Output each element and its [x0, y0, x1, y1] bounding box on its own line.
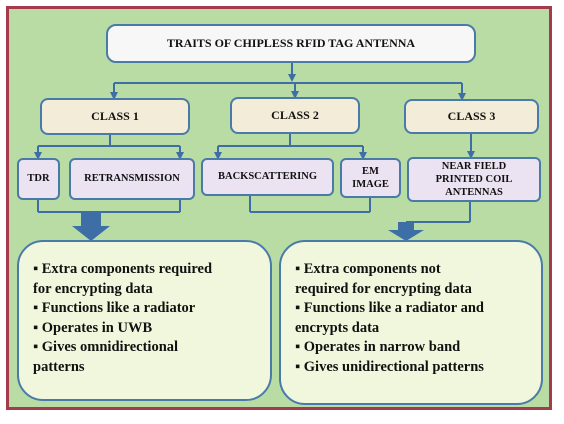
near-field-line-3: ANTENNAS: [445, 187, 503, 199]
left-panel-line: ▪ Functions like a radiator: [33, 300, 196, 316]
backscattering-box: BACKSCATTERING: [201, 158, 334, 196]
right-block-arrow-icon: [388, 222, 424, 241]
near-field-line-1: NEAR FIELD: [441, 160, 507, 172]
em-image-box: EM IMAGE: [340, 158, 401, 198]
em-image-line-2: IMAGE: [352, 179, 389, 190]
right-panel-line: ▪ Operates in narrow band: [295, 339, 461, 355]
class-2-box: CLASS 2: [230, 97, 360, 134]
left-panel-line: ▪ Extra components required: [33, 261, 213, 277]
left-panel-line: ▪ Operates in UWB: [33, 319, 153, 336]
left-block-arrow-icon: [72, 212, 110, 241]
right-panel-line: required for encrypting data: [295, 280, 472, 297]
near-field-box: NEAR FIELD PRINTED COIL ANTENNAS: [407, 157, 541, 202]
class-3-box: CLASS 3: [404, 99, 539, 134]
near-field-line-2: PRINTED COIL: [435, 173, 513, 185]
tdr-box: TDR: [17, 158, 60, 200]
left-panel-line: for encrypting data: [33, 280, 153, 297]
right-panel-line: ▪ Functions like a radiator and: [295, 300, 484, 316]
left-panel-line: ▪ Gives omnidirectional: [33, 339, 179, 355]
right-panel-line: encrypts data: [295, 319, 380, 336]
diagram-title: TRAITS OF CHIPLESS RFID TAG ANTENNA: [106, 24, 476, 63]
retransmission-box: RETRANSMISSION: [69, 158, 195, 200]
class-1-traits-panel: ▪ Extra components required for encrypti…: [17, 240, 272, 401]
class-1-box: CLASS 1: [40, 98, 190, 135]
left-panel-line: patterns: [33, 358, 85, 375]
right-panel-line: ▪ Gives unidirectional patterns: [295, 358, 484, 375]
right-panel-line: ▪ Extra components not: [295, 261, 441, 277]
em-image-line-1: EM: [362, 165, 379, 177]
class-2-3-traits-panel: ▪ Extra components not required for encr…: [279, 240, 543, 405]
